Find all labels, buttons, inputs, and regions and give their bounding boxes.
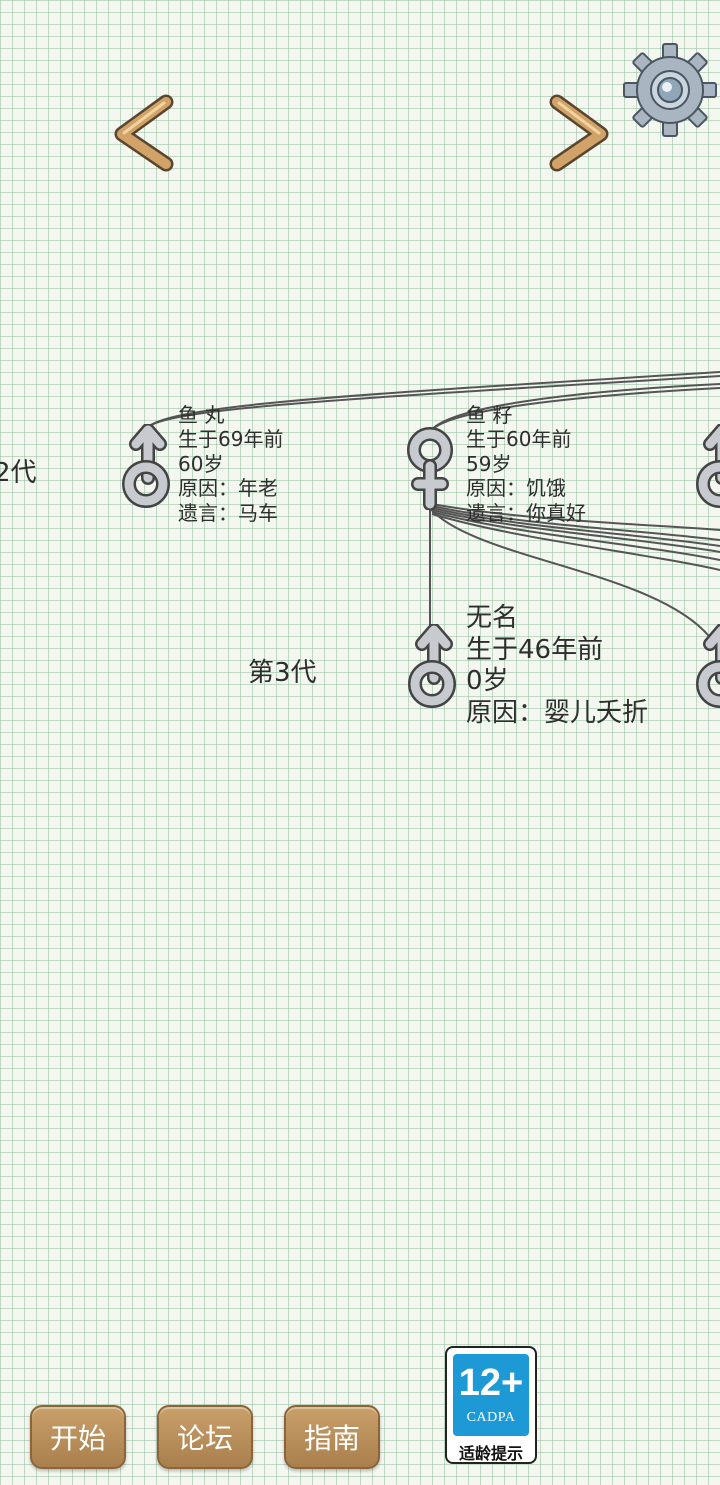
member-name: 鱼 丸: [178, 403, 225, 427]
male-icon: [122, 424, 170, 508]
member-card-yuwan[interactable]: 鱼 丸 生于69年前 60岁 原因：年老 遗言：马车: [178, 403, 283, 525]
offscreen-member-icon: [696, 624, 720, 708]
settings-button[interactable]: [622, 42, 718, 138]
member-age: 0岁: [466, 666, 509, 697]
next-page-button[interactable]: [545, 94, 615, 174]
female-icon: [407, 427, 453, 510]
age-rating-number: 12+: [458, 1362, 524, 1404]
chevron-left-icon: [114, 94, 174, 172]
member-name: 无名: [466, 603, 519, 633]
age-rating-badge[interactable]: 12+ CADPA 适龄提示: [445, 1346, 537, 1464]
prev-page-button[interactable]: [108, 94, 178, 174]
age-rating-panel: 12+ CADPA: [453, 1354, 529, 1436]
male-icon: [408, 624, 456, 708]
member-age: 59岁: [466, 451, 512, 476]
age-rating-org: CADPA: [466, 1410, 516, 1425]
member-card-wuming[interactable]: 无名 生于46年前 0岁 原因：婴儿夭折: [466, 603, 648, 730]
member-last-words: 遗言：马车: [178, 500, 278, 525]
member-cause: 原因：婴儿夭折: [466, 698, 649, 729]
member-age: 60岁: [178, 451, 224, 476]
offscreen-member-icon: [696, 424, 720, 508]
member-birth: 生于69年前: [178, 427, 284, 452]
start-button[interactable]: 开始: [30, 1405, 126, 1469]
age-rating-caption: 适龄提示: [458, 1444, 523, 1463]
member-birth: 生于46年前: [466, 634, 604, 665]
guide-button[interactable]: 指南: [284, 1405, 380, 1469]
chevron-right-icon: [549, 94, 609, 172]
generation-3-label: 第3代: [248, 658, 317, 688]
forum-button[interactable]: 论坛: [157, 1405, 253, 1469]
member-last-words: 遗言：你真好: [466, 500, 586, 525]
member-cause: 原因：年老: [178, 476, 278, 501]
member-birth: 生于60年前: [466, 427, 572, 452]
member-name: 鱼 籽: [466, 403, 513, 427]
gear-icon: [623, 43, 717, 137]
member-card-yuzi[interactable]: 鱼 籽 生于60年前 59岁 原因：饥饿 遗言：你真好: [466, 403, 586, 525]
generation-2-label: 2代: [0, 458, 37, 488]
member-cause: 原因：饥饿: [466, 476, 566, 501]
